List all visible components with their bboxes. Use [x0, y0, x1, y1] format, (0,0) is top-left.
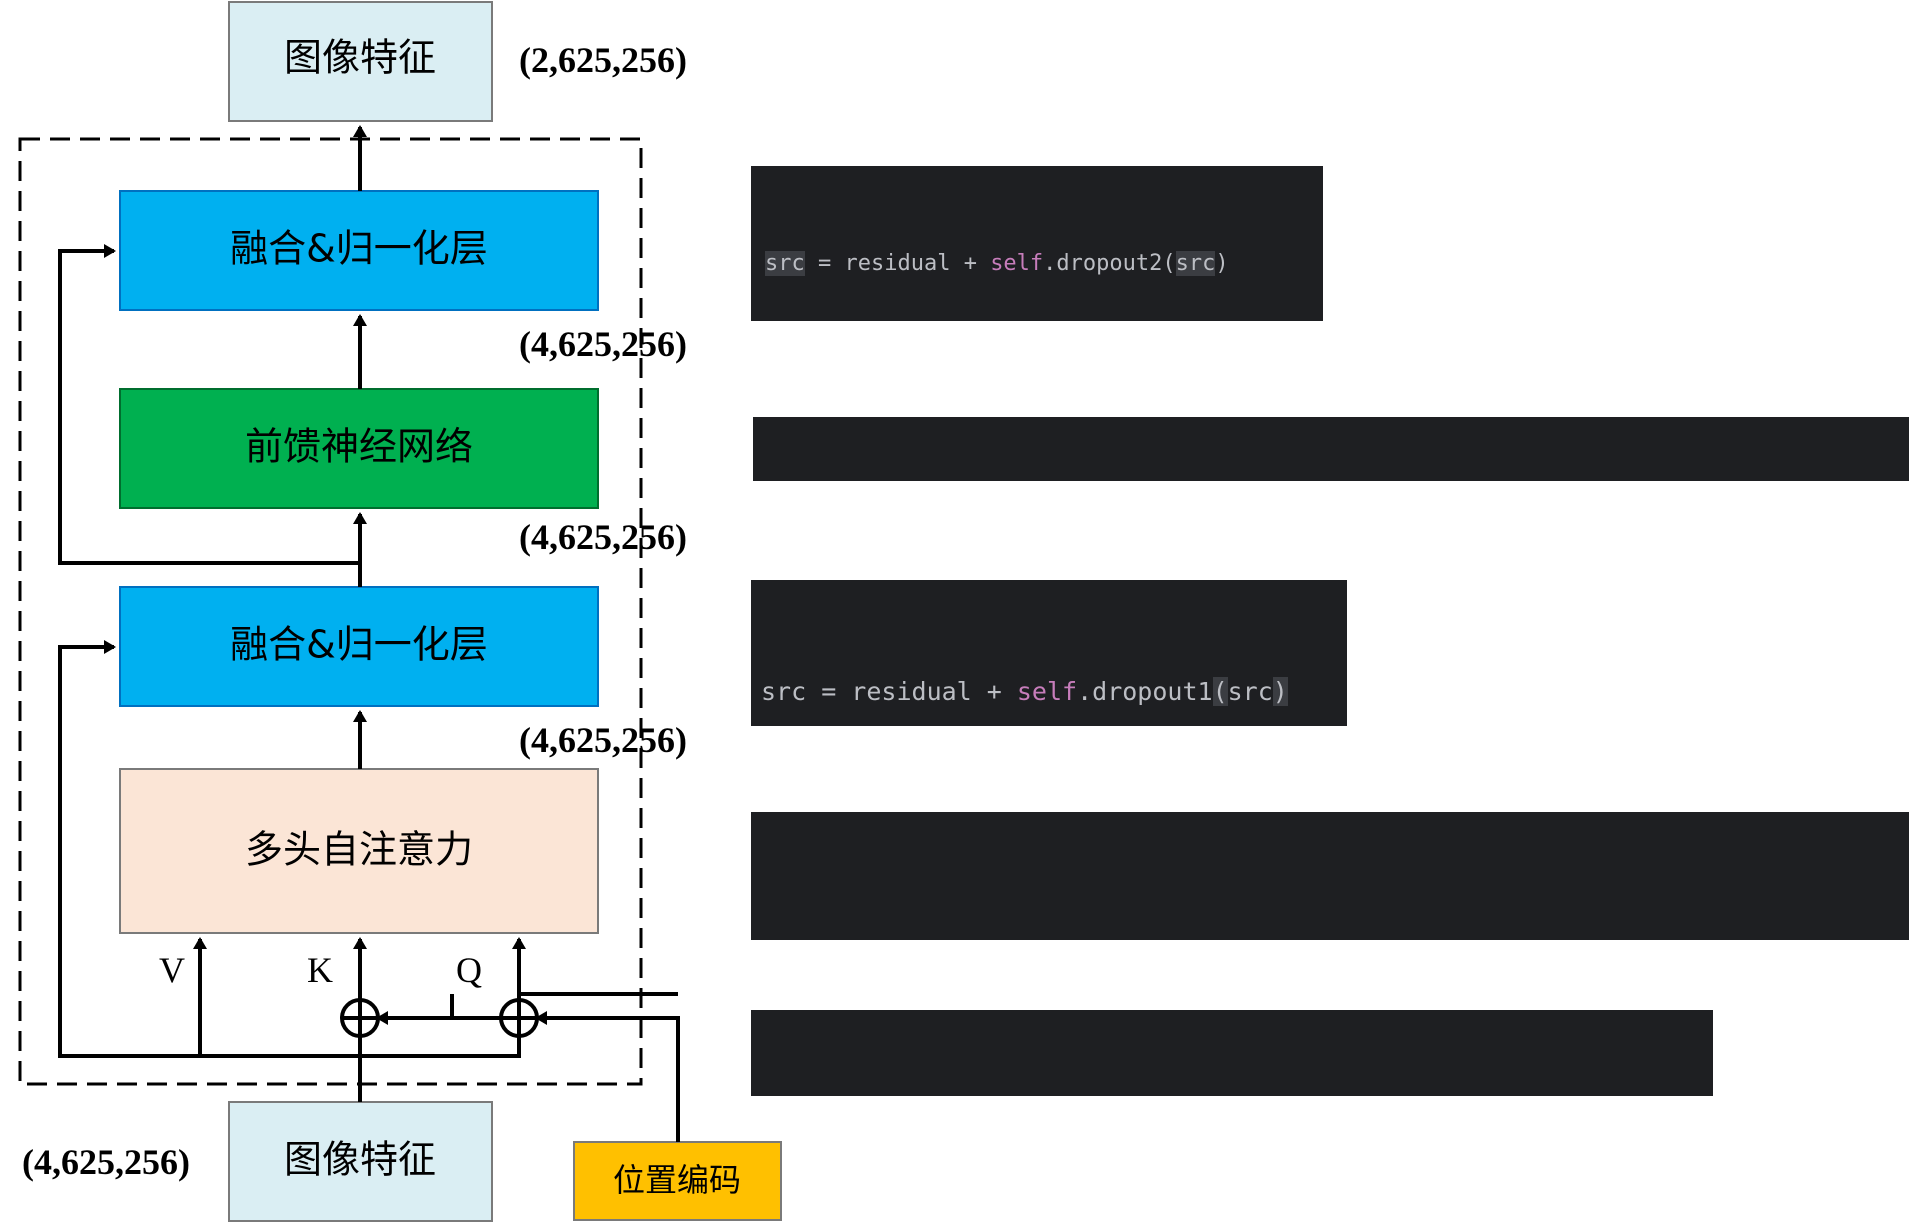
positional-encoding-label: 位置编码: [613, 1161, 741, 1199]
output-feature-label: 图像特征: [284, 36, 436, 80]
code-panel-pos-embed: def with_pos_embed(tensor, pos_embed): r…: [751, 1010, 1713, 1096]
ffn-shape-label: (4,625,256): [519, 517, 687, 557]
code-line: src = residual + self.dropout2(src): [765, 251, 1229, 276]
output-shape-label: (2,625,256): [519, 40, 687, 80]
input-shape-label: (4,625,256): [22, 1142, 190, 1182]
feed-forward-network: [119, 388, 599, 509]
add-operator-q: [499, 998, 539, 1038]
multi-head-self-attention-label: 多头自注意力: [245, 828, 473, 872]
fuse-1-shape-label: (4,625,256): [519, 720, 687, 760]
v-input-label: V: [159, 950, 185, 990]
encoder-layer-boundary: [18, 137, 643, 1086]
input-feature-box: [228, 1101, 493, 1222]
code-panel-ffn: src = self.linear2(self.dropout(self.act…: [753, 417, 1909, 481]
code-panel-attention: q = k = self.with_pos_embed(src, pos_emb…: [751, 812, 1909, 940]
code-panel-norm1: src = residual + self.dropout1(src) if n…: [751, 580, 1347, 726]
multi-head-self-attention: [119, 768, 599, 934]
residual-connections: [58, 244, 360, 1058]
feed-forward-network-label: 前馈神经网络: [245, 425, 473, 469]
output-feature-box: [228, 1, 493, 122]
fuse-norm-layer-2: [119, 190, 599, 311]
k-input-label: K: [307, 950, 333, 990]
code-line: q = k = self.with_pos_embed(src, pos_emb…: [767, 928, 1906, 940]
code-line: src = residual + self.dropout1(src): [761, 677, 1288, 706]
fuse-norm-layer-2-label: 融合&归一化层: [230, 227, 488, 271]
q-input-label: Q: [456, 950, 482, 990]
add-operator-k: [340, 998, 380, 1038]
code-panel-norm2: src = residual + self.dropout2(src) if n…: [751, 166, 1323, 321]
fuse-2-shape-label: (4,625,256): [519, 324, 687, 364]
fuse-norm-layer-1-label: 融合&归一化层: [230, 623, 488, 667]
positional-encoding-box: [573, 1141, 782, 1221]
input-feature-label: 图像特征: [284, 1138, 436, 1182]
fuse-norm-layer-1: [119, 586, 599, 707]
